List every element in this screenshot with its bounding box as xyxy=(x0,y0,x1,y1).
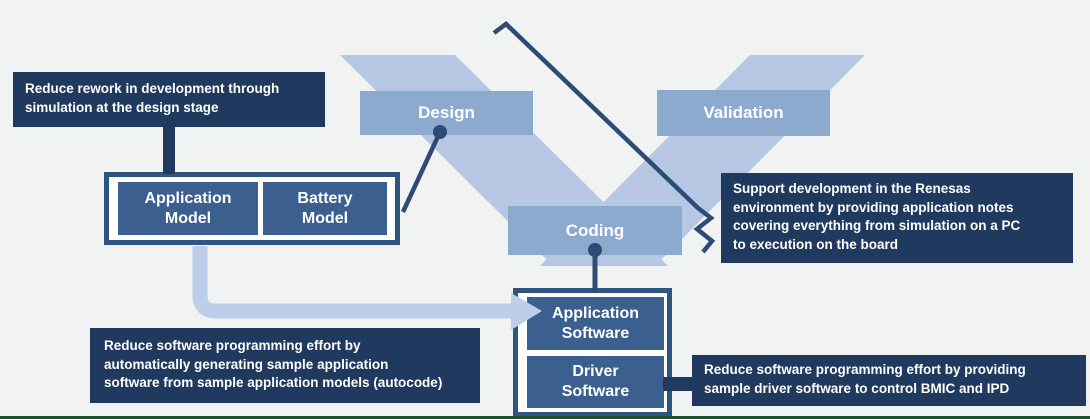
model-group-frame: Application Model Battery Model xyxy=(104,172,400,245)
battery-model-box: Battery Model xyxy=(263,182,387,235)
note-design-stage: Reduce rework in development through sim… xyxy=(13,72,325,127)
note-driver-software: Reduce software programming effort by pr… xyxy=(692,355,1086,406)
application-model-box: Application Model xyxy=(118,182,258,235)
application-software-box: Application Software xyxy=(527,297,664,350)
note-validation-support: Support development in the Renesas envir… xyxy=(721,173,1073,263)
driver-software-box: Driver Software xyxy=(527,356,664,408)
design-note-stem xyxy=(163,125,175,174)
software-group-frame: Application Software Driver Software xyxy=(513,288,672,417)
phase-design: Design xyxy=(360,91,533,135)
autocode-flow-arrow xyxy=(192,246,512,319)
bottom-rule xyxy=(0,416,1090,419)
phase-validation: Validation xyxy=(657,90,830,136)
phase-coding: Coding xyxy=(508,206,682,255)
design-connector-line xyxy=(400,131,443,213)
note-autocode: Reduce software programming effort by au… xyxy=(90,328,480,403)
driver-note-connector xyxy=(663,377,695,391)
